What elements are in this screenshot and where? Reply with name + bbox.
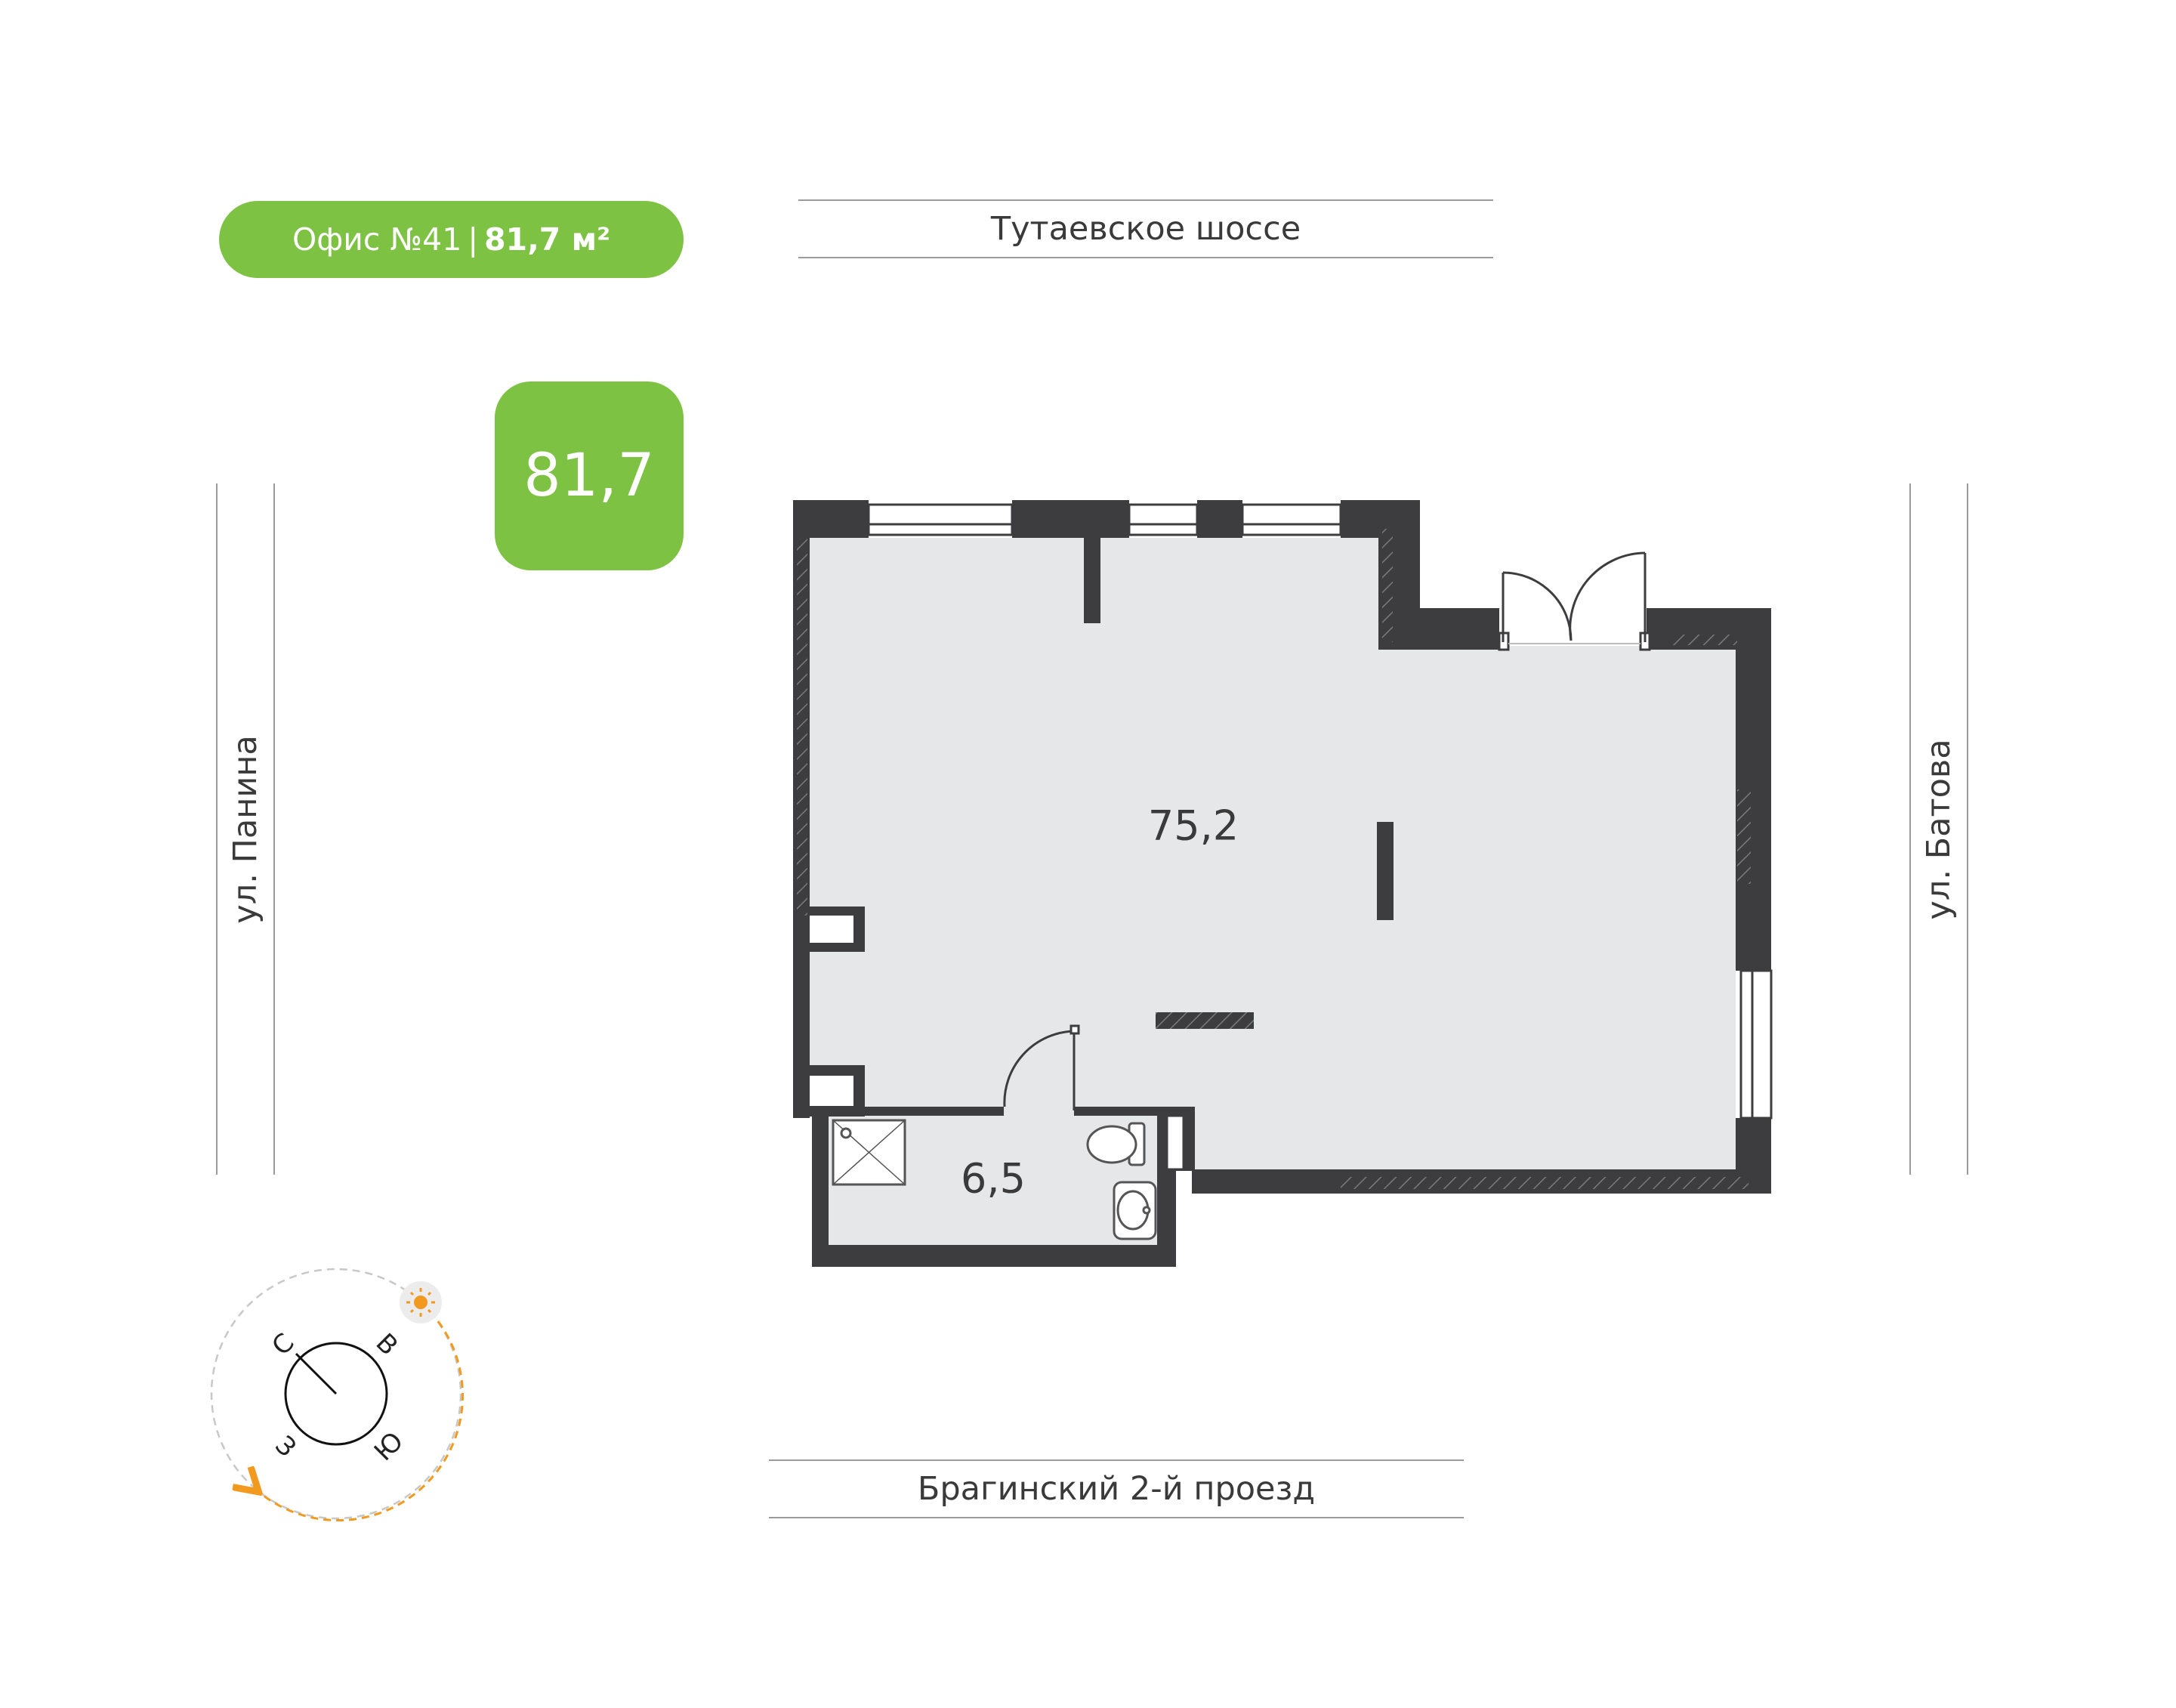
room-area-bathroom: 6,5 [961, 1154, 1026, 1203]
office-title: Офис №41 [292, 221, 462, 258]
bathroom-door [1003, 1024, 1080, 1110]
entrance-door [1498, 551, 1651, 651]
street-top: Тутаевское шоссе [798, 199, 1493, 258]
street-bottom: Брагинский 2-й проезд [769, 1459, 1464, 1518]
compass [210, 1268, 465, 1522]
title-separator: | [468, 221, 479, 258]
walls [793, 500, 1771, 1267]
main-hall-floor [810, 538, 1736, 1169]
bath-door-post [1165, 1114, 1185, 1171]
compass-needle [295, 1352, 338, 1395]
niche-lower [810, 1076, 853, 1106]
windows [867, 503, 1773, 1120]
sink-icon [1113, 1181, 1157, 1240]
street-bottom-label: Брагинский 2-й проезд [917, 1470, 1316, 1508]
office-title-pill: Офис №41 | 81,7 м² [219, 201, 684, 278]
hatched-walls [797, 529, 1751, 1189]
area-badge-value: 81,7 [523, 442, 655, 510]
area-badge: 81,7 [495, 381, 684, 570]
office-area-total: 81,7 м² [484, 221, 611, 258]
niche-upper [810, 916, 853, 943]
street-right: ул. Батова [1909, 483, 1968, 1175]
street-left: ул. Панина [216, 483, 275, 1175]
sun-icon [400, 1281, 442, 1323]
street-top-label: Тутаевское шоссе [990, 210, 1301, 248]
shower-icon [832, 1119, 906, 1186]
room-area-main-hall: 75,2 [1147, 801, 1239, 850]
toilet-icon [1086, 1122, 1146, 1166]
